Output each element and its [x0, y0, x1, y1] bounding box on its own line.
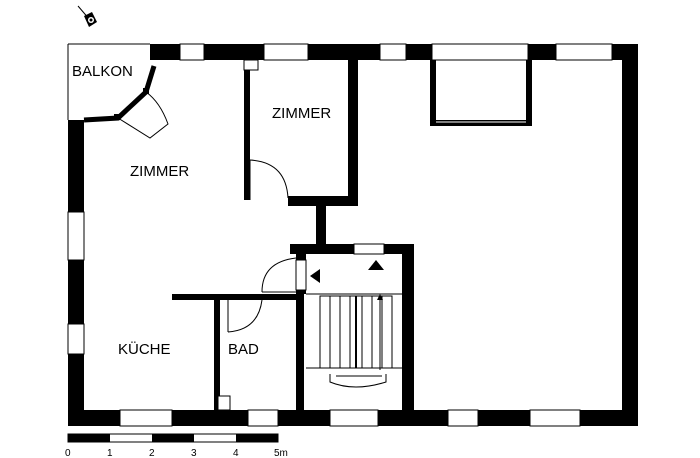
kitchen-bath-walls	[172, 294, 298, 411]
hall-door	[261, 257, 297, 293]
wall-zimmer-divider	[244, 60, 250, 200]
room-label-bad: BAD	[228, 341, 259, 358]
outer-wall-top	[150, 43, 638, 61]
north-arrow-icon	[77, 5, 97, 27]
stair-hall-top-wall	[290, 243, 414, 255]
scale-label-2: 2	[149, 448, 155, 458]
wall-column	[316, 206, 326, 246]
window-bay	[430, 60, 532, 126]
outer-wall-bottom	[68, 409, 638, 427]
room-label-zimmer-small: ZIMMER	[272, 105, 331, 122]
scale-label-0: 0	[65, 448, 71, 458]
stair-hall-left-wall-lower	[296, 294, 304, 410]
outer-wall-right	[622, 44, 638, 426]
small-zimmer-door	[249, 159, 289, 200]
stair-hall-right-wall	[402, 244, 414, 410]
staircase	[306, 293, 402, 388]
stair-direction-arrows	[310, 260, 384, 283]
wall-small-zimmer-right	[348, 60, 358, 206]
balcony-outline	[67, 43, 150, 120]
scale-label-1: 1	[107, 448, 113, 458]
wall-small-zimmer-bottom	[288, 196, 358, 206]
scale-bar: 0 1 2 3 4 5m	[65, 433, 288, 458]
scale-label-3: 3	[191, 448, 197, 458]
room-label-balkon: BALKON	[72, 63, 133, 80]
outer-wall-left	[67, 120, 85, 426]
scale-label-5m: 5m	[274, 448, 288, 458]
room-label-zimmer-large: ZIMMER	[130, 163, 189, 180]
room-label-kueche: KÜCHE	[118, 340, 171, 358]
scale-label-4: 4	[233, 448, 239, 458]
balcony-door	[83, 65, 169, 139]
bath-door	[227, 299, 263, 333]
